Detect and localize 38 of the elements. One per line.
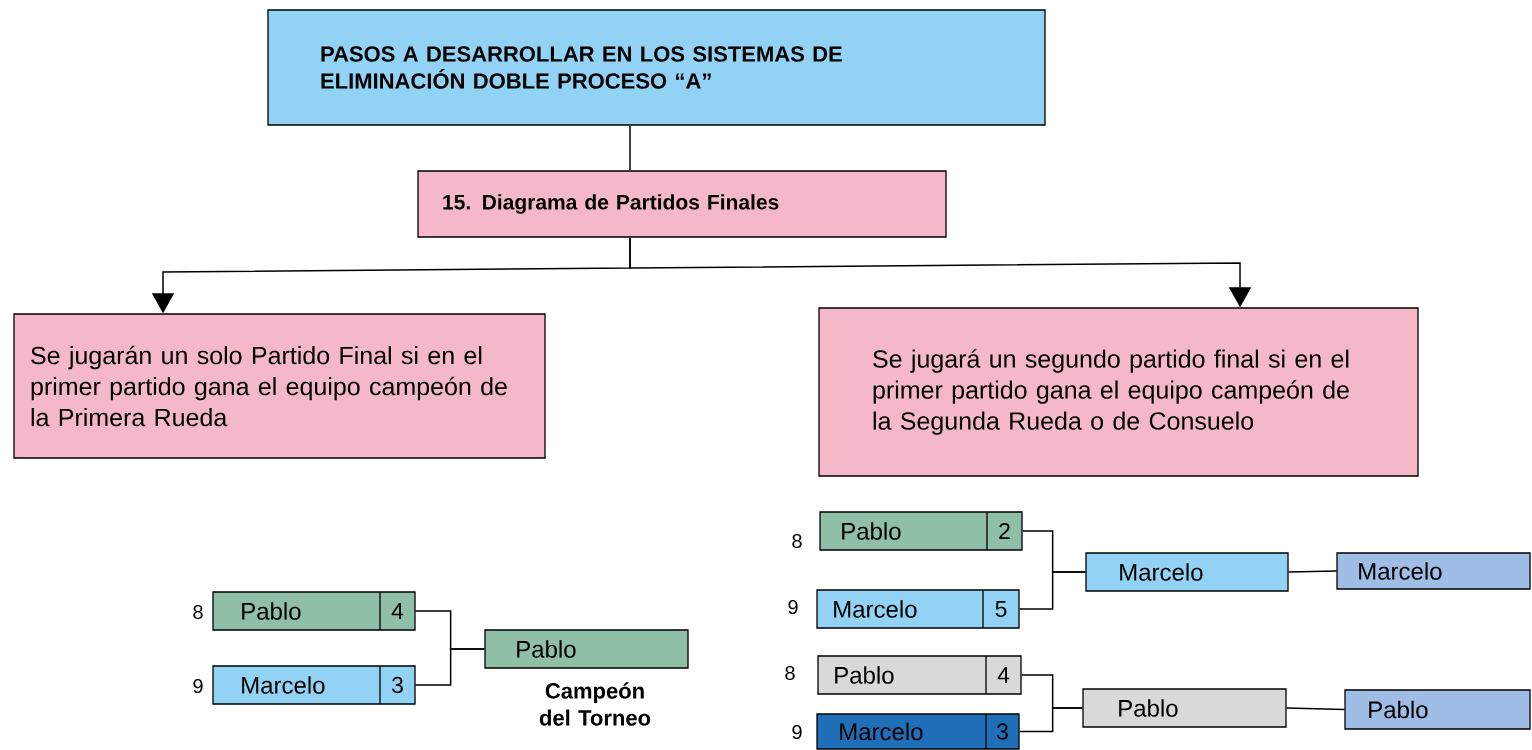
node-label: Marcelo xyxy=(242,676,325,694)
node-label: Campeón del Torneo xyxy=(539,682,651,726)
node-label: Pablo xyxy=(842,522,901,540)
connector-line xyxy=(414,648,486,686)
title-box: PASOS A DESARROLLAR EN LOS SISTEMAS DE ELIMINACIÓN DOBLE PROCESO “A” xyxy=(267,9,1046,126)
seed-number: 9 xyxy=(193,678,203,694)
node-label: 5 xyxy=(995,600,1007,618)
seed-number: 8 xyxy=(785,665,795,681)
seed-number: 8 xyxy=(792,533,802,549)
node-label: 3 xyxy=(996,723,1008,740)
connector-line xyxy=(1018,571,1087,610)
connector-line xyxy=(629,124,631,172)
heading-box: 15. Diagrama de Partidos Finales xyxy=(417,170,947,238)
node-label: 4 xyxy=(997,667,1010,683)
bracket-slot: Pablo xyxy=(1344,689,1531,730)
bracket-slot: Pablo xyxy=(1082,688,1287,728)
node-label: 4 xyxy=(391,603,404,619)
seed-number: 8 xyxy=(193,604,203,620)
connector-line xyxy=(1287,570,1338,573)
bracket-slot: Marcelo xyxy=(1085,552,1289,592)
bracket-slot: Marcelo 5 xyxy=(816,589,1020,629)
bracket-slot: Pablo 4 xyxy=(212,591,416,631)
node-label: Pablo xyxy=(242,602,301,620)
bracket-slot: Pablo 2 xyxy=(819,511,1023,551)
bracket-slot: Marcelo 3 xyxy=(212,665,416,705)
node-label: Marcelo xyxy=(834,600,917,618)
node-label: 2 xyxy=(999,522,1010,540)
connector-line xyxy=(1285,707,1346,711)
node-label: Marcelo xyxy=(840,722,923,741)
bracket-slot: Pablo 4 xyxy=(817,655,1022,695)
bracket-slot: Marcelo xyxy=(1336,552,1531,590)
bracket-slot: Pablo xyxy=(484,629,689,669)
node-label: 3 xyxy=(391,676,403,694)
node-label: Pablo xyxy=(835,666,894,684)
seed-number: 9 xyxy=(792,724,802,740)
connector-line xyxy=(1018,707,1084,733)
seed-number: 9 xyxy=(788,599,798,615)
bracket-slot: Marcelo 3 xyxy=(816,713,1020,750)
